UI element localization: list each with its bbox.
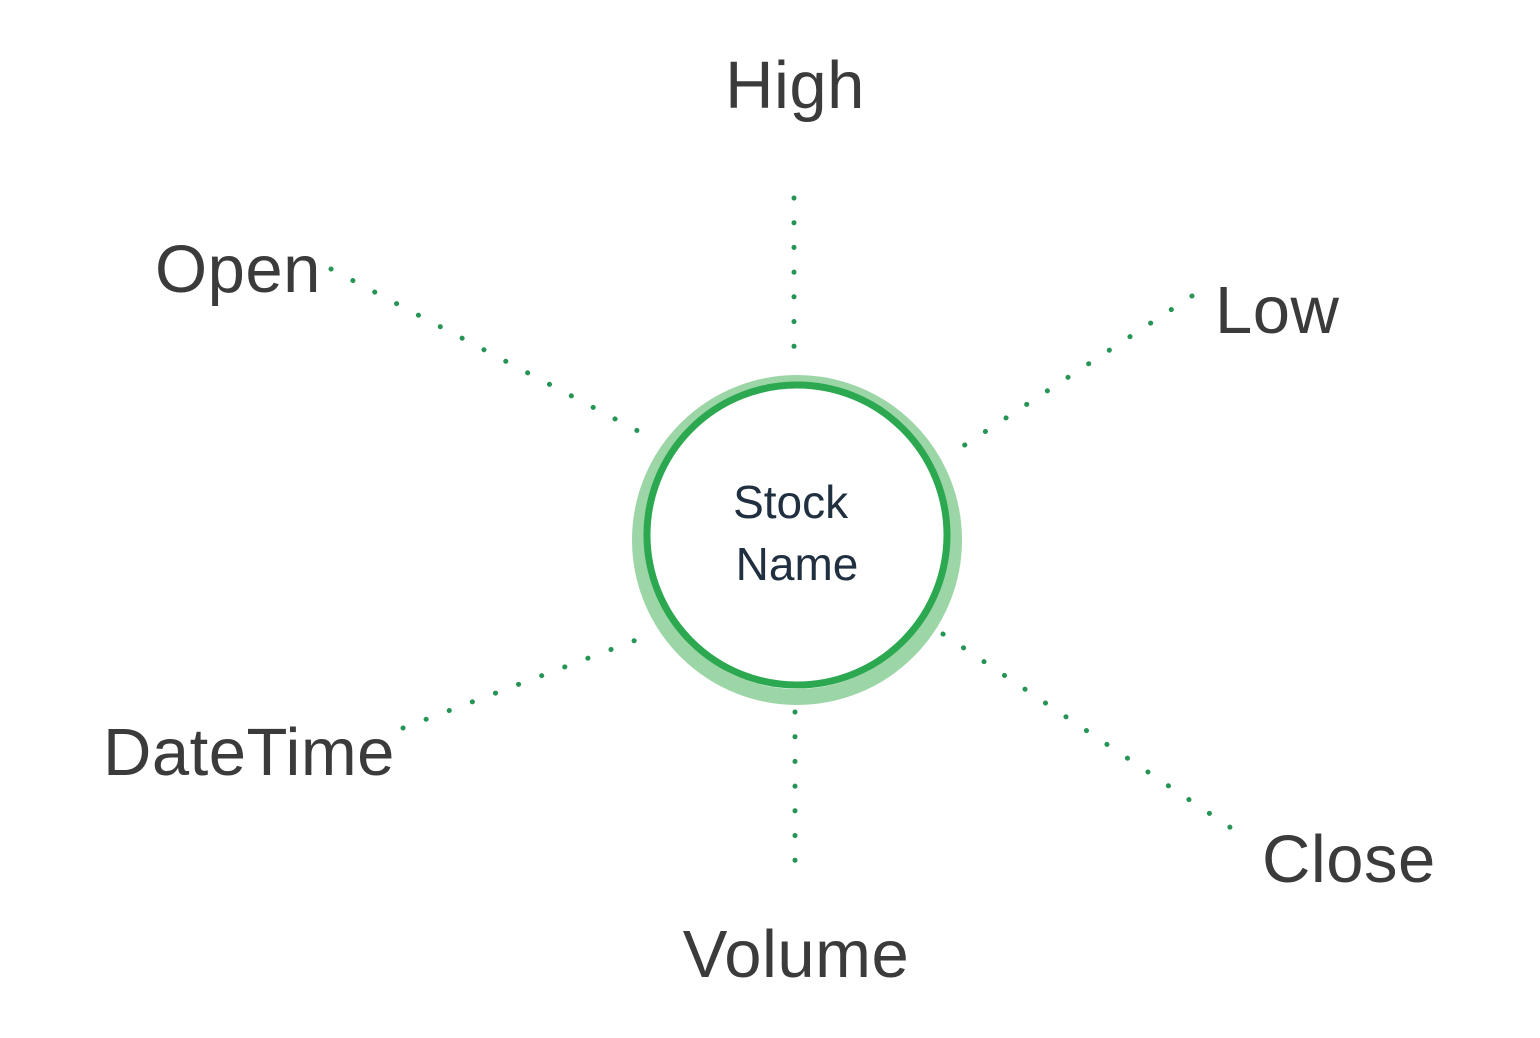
connector-open	[328, 266, 658, 443]
connector-datetime	[400, 631, 655, 731]
connector-close	[940, 631, 1249, 841]
node-label-volume: Volume	[683, 917, 909, 992]
node-label-low: Low	[1215, 273, 1340, 348]
center-node-circle	[643, 381, 951, 689]
node-label-datetime: DateTime	[103, 715, 395, 790]
node-label-high: High	[725, 48, 865, 123]
node-label-open: Open	[155, 232, 321, 307]
center-node-label: Stock Name	[733, 476, 861, 590]
node-label-close: Close	[1262, 822, 1436, 897]
connector-low	[945, 293, 1195, 459]
